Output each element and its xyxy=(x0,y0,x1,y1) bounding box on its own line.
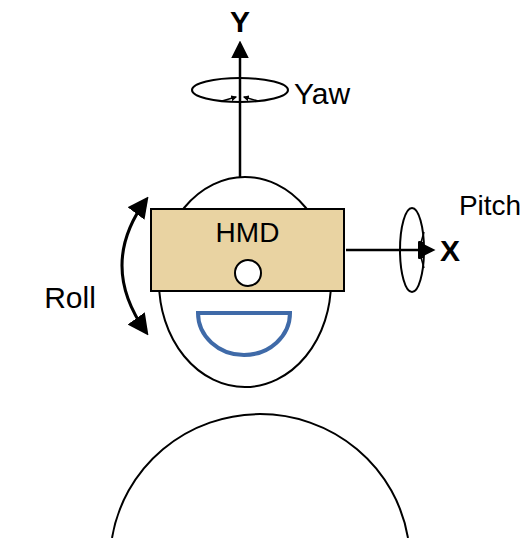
pitch-arrow xyxy=(420,232,424,246)
y-axis xyxy=(239,44,242,177)
device-label: HMD xyxy=(216,217,280,249)
body-outline xyxy=(112,414,408,538)
hmd-box: HMD xyxy=(150,208,345,292)
rotation-label: Pitch xyxy=(459,190,521,222)
pitch-rotation xyxy=(400,208,424,292)
lens-circle xyxy=(234,259,262,287)
roll-arrow xyxy=(122,200,146,332)
axis-label: Y xyxy=(230,5,250,40)
yaw-arrow xyxy=(222,97,236,101)
yaw-arrow xyxy=(244,97,258,101)
x-axis xyxy=(346,249,432,252)
axis-label: X xyxy=(440,234,460,269)
pitch-arrow xyxy=(420,254,424,268)
mouth xyxy=(198,313,290,355)
rotation-label: Roll xyxy=(44,281,96,316)
yaw-rotation xyxy=(192,78,288,102)
rotation-label: Yaw xyxy=(294,77,350,112)
